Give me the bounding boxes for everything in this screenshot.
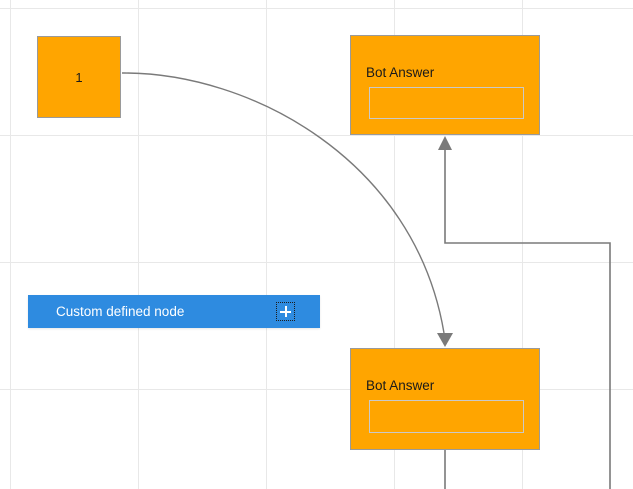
- edge-start-to-bottom[interactable]: [121, 72, 445, 334]
- custom-defined-node-label: Custom defined node: [56, 303, 185, 319]
- edge-arrowhead-down: [437, 333, 453, 347]
- node-bot-answer-top[interactable]: Bot Answer: [350, 35, 540, 135]
- edge-arrowhead-up: [438, 136, 452, 150]
- node-bot-answer-bottom-field[interactable]: [369, 400, 524, 433]
- node-bot-answer-top-title: Bot Answer: [366, 65, 435, 80]
- node-bot-answer-bottom-title: Bot Answer: [366, 378, 435, 393]
- plus-icon[interactable]: [276, 302, 295, 321]
- node-bot-answer-bottom[interactable]: Bot Answer: [350, 348, 540, 450]
- node-start[interactable]: 1: [37, 36, 121, 118]
- custom-defined-node-item[interactable]: Custom defined node: [28, 295, 320, 328]
- node-start-label: 1: [75, 69, 83, 85]
- plus-icon-vertical-bar: [284, 306, 287, 317]
- node-bot-answer-top-field[interactable]: [369, 87, 524, 119]
- edge-bottom-to-top[interactable]: [444, 150, 611, 489]
